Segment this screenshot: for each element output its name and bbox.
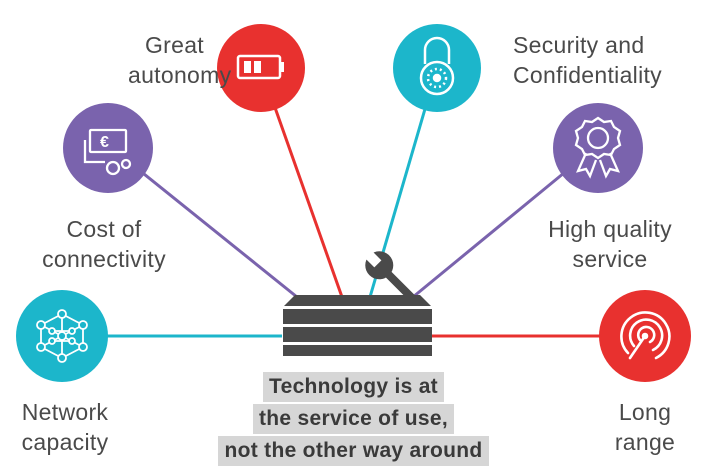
label-line: Network xyxy=(21,399,109,425)
label-line: Cost of xyxy=(66,216,142,242)
award-rosette-icon xyxy=(574,116,622,179)
label-line: Great xyxy=(144,32,204,58)
caption-line-2: the service of use, xyxy=(253,404,454,434)
label-line: range xyxy=(614,429,676,455)
toolbox-wrench-icon xyxy=(283,249,432,356)
label-line: Security and xyxy=(513,32,645,58)
caption: Technology is at the service of use, not… xyxy=(0,372,707,468)
label-range: Long range xyxy=(590,397,700,457)
label-line: Confidentiality xyxy=(513,62,662,88)
svg-text:€: € xyxy=(100,134,109,151)
label-line: autonomy xyxy=(128,62,232,88)
network-mesh-icon xyxy=(36,309,88,363)
battery-icon xyxy=(236,54,284,80)
caption-line-3: not the other way around xyxy=(218,436,489,466)
label-security: Security and Confidentiality xyxy=(513,30,662,90)
label-line: service xyxy=(572,246,648,272)
padlock-icon xyxy=(419,36,455,96)
label-line: High quality xyxy=(548,216,672,242)
node-security-circle xyxy=(393,24,481,112)
label-line: capacity xyxy=(21,429,109,455)
label-cost: Cost of connectivity xyxy=(14,214,194,274)
caption-line-1: Technology is at xyxy=(263,372,444,402)
signal-antenna-icon xyxy=(620,311,671,360)
label-network: Network capacity xyxy=(0,397,130,457)
label-line: Long xyxy=(618,399,672,425)
euro-bill-coins-icon: € xyxy=(83,128,132,176)
label-quality: High quality service xyxy=(520,214,700,274)
node-cost-circle xyxy=(63,103,153,193)
label-line: connectivity xyxy=(42,246,166,272)
label-great-autonomy: Great autonomy xyxy=(128,30,232,90)
